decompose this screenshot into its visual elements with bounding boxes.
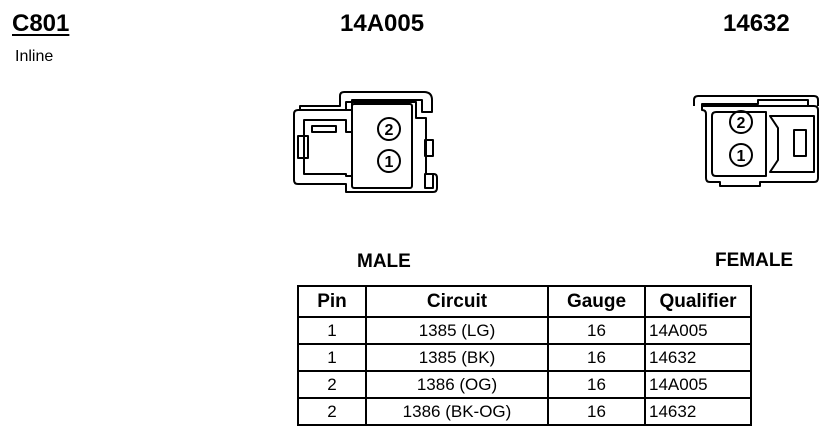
svg-text:2: 2	[385, 122, 394, 139]
table-row: 2 1386 (OG) 16 14A005	[297, 370, 752, 399]
table-row: 1 1385 (BK) 16 14632	[297, 343, 752, 372]
table-header-row: Pin Circuit Gauge Qualifier	[297, 285, 752, 318]
connector-id: C801	[12, 10, 70, 37]
svg-text:1: 1	[737, 148, 746, 165]
female-label: FEMALE	[715, 250, 794, 271]
header-qualifier: Qualifier	[644, 285, 752, 318]
male-part-number: 14A005	[340, 10, 425, 37]
female-part-number: 14632	[723, 10, 790, 37]
header-pin: Pin	[297, 285, 367, 318]
female-connector-diagram: 2 1	[693, 95, 819, 187]
cell-circuit: 1386 (BK-OG)	[365, 397, 549, 426]
table-row: 1 1385 (LG) 16 14A005	[297, 316, 752, 345]
male-pin-1: 1	[377, 149, 401, 173]
cell-gauge: 16	[547, 397, 646, 426]
cell-qualifier: 14632	[644, 397, 752, 426]
cell-gauge: 16	[547, 316, 646, 345]
cell-pin: 1	[297, 343, 367, 372]
male-label: MALE	[357, 251, 411, 272]
cell-qualifier: 14632	[644, 343, 752, 372]
cell-pin: 2	[297, 397, 367, 426]
cell-pin: 1	[297, 316, 367, 345]
male-pin-2: 2	[377, 117, 401, 141]
svg-text:2: 2	[737, 115, 746, 132]
cell-pin: 2	[297, 370, 367, 399]
cell-qualifier: 14A005	[644, 316, 752, 345]
female-pin-2: 2	[729, 110, 753, 134]
connector-type: Inline	[15, 48, 54, 65]
cell-circuit: 1385 (BK)	[365, 343, 549, 372]
cell-gauge: 16	[547, 343, 646, 372]
female-pin-1: 1	[729, 143, 753, 167]
cell-qualifier: 14A005	[644, 370, 752, 399]
table-row: 2 1386 (BK-OG) 16 14632	[297, 397, 752, 426]
header-circuit: Circuit	[365, 285, 549, 318]
pin-table: Pin Circuit Gauge Qualifier 1 1385 (LG) …	[297, 285, 752, 426]
cell-circuit: 1385 (LG)	[365, 316, 549, 345]
header-gauge: Gauge	[547, 285, 646, 318]
male-connector-diagram: 2 1	[293, 91, 438, 193]
cell-gauge: 16	[547, 370, 646, 399]
cell-circuit: 1386 (OG)	[365, 370, 549, 399]
svg-text:1: 1	[385, 154, 394, 171]
